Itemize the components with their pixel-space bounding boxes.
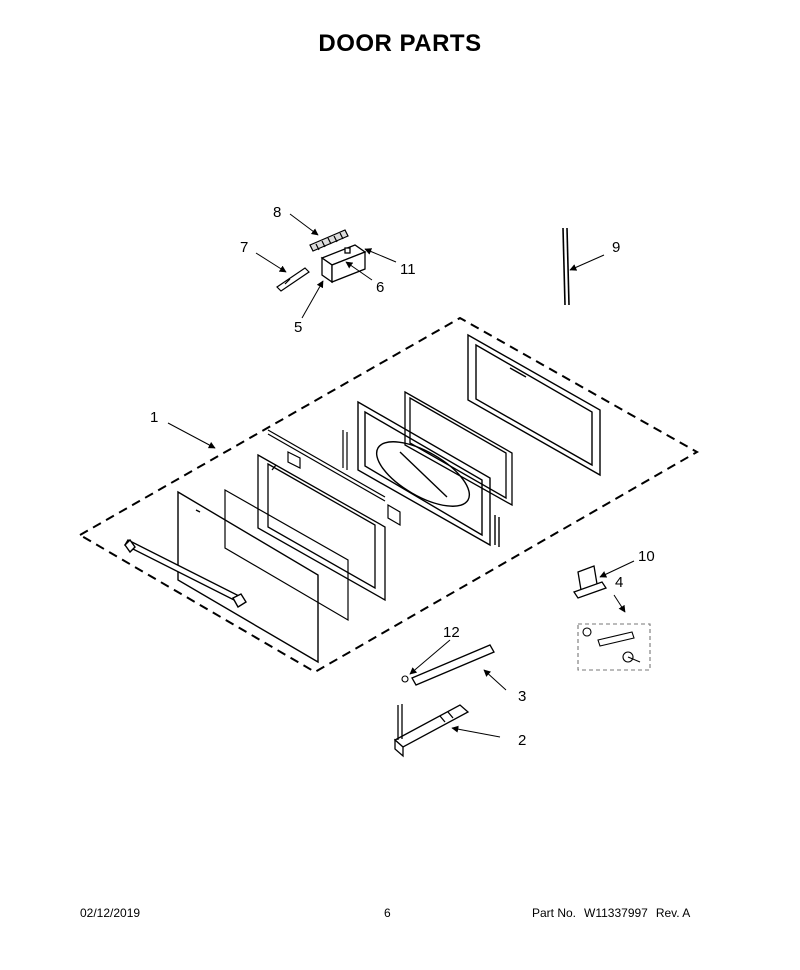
latch-plate <box>276 267 310 292</box>
footer-page-number: 6 <box>384 906 391 920</box>
callout-7: 7 <box>240 239 248 256</box>
callout-8: 8 <box>273 204 281 221</box>
callout-10: 10 <box>638 548 655 565</box>
door-handle <box>124 538 247 608</box>
hinge-hardware-kit <box>577 623 651 671</box>
callout-4: 4 <box>615 574 623 591</box>
vent-rod <box>562 227 570 306</box>
callout-1: 1 <box>150 409 158 426</box>
hinge-receiver-block <box>320 244 367 284</box>
hinge-channel-bar <box>411 644 495 686</box>
footer-part-label: Part No. <box>532 906 577 920</box>
outer-glass-panel <box>177 490 319 664</box>
oval-window-panel <box>357 400 500 547</box>
callout-11: 11 <box>400 261 416 278</box>
frame-hinge-brackets <box>287 430 401 527</box>
callout-9: 9 <box>612 239 620 256</box>
door-hinge <box>393 704 470 758</box>
inner-glass-pane <box>224 488 349 622</box>
page-title: DOOR PARTS <box>318 30 482 57</box>
hinge-receptacle <box>572 565 608 599</box>
hinge-spring <box>309 229 349 252</box>
footer-date: 02/12/2019 <box>80 906 141 920</box>
inner-door-liner <box>467 333 601 477</box>
callout-5: 5 <box>294 319 302 336</box>
leader-lines <box>167 213 635 738</box>
top-channel-strip <box>267 429 386 502</box>
screw <box>401 675 409 683</box>
footer-part-info: Part No. W11337997 Rev. A <box>532 906 690 920</box>
callout-12: 12 <box>443 624 460 641</box>
callout-3: 3 <box>518 688 526 705</box>
footer-revision: Rev. A <box>655 906 691 920</box>
door-assembly-boundary <box>77 316 700 674</box>
footer-part-number: W11337997 <box>584 906 648 920</box>
callout-6: 6 <box>376 279 384 296</box>
callout-2: 2 <box>518 732 526 749</box>
door-liner-frame <box>257 453 386 602</box>
door-gasket <box>404 390 513 507</box>
